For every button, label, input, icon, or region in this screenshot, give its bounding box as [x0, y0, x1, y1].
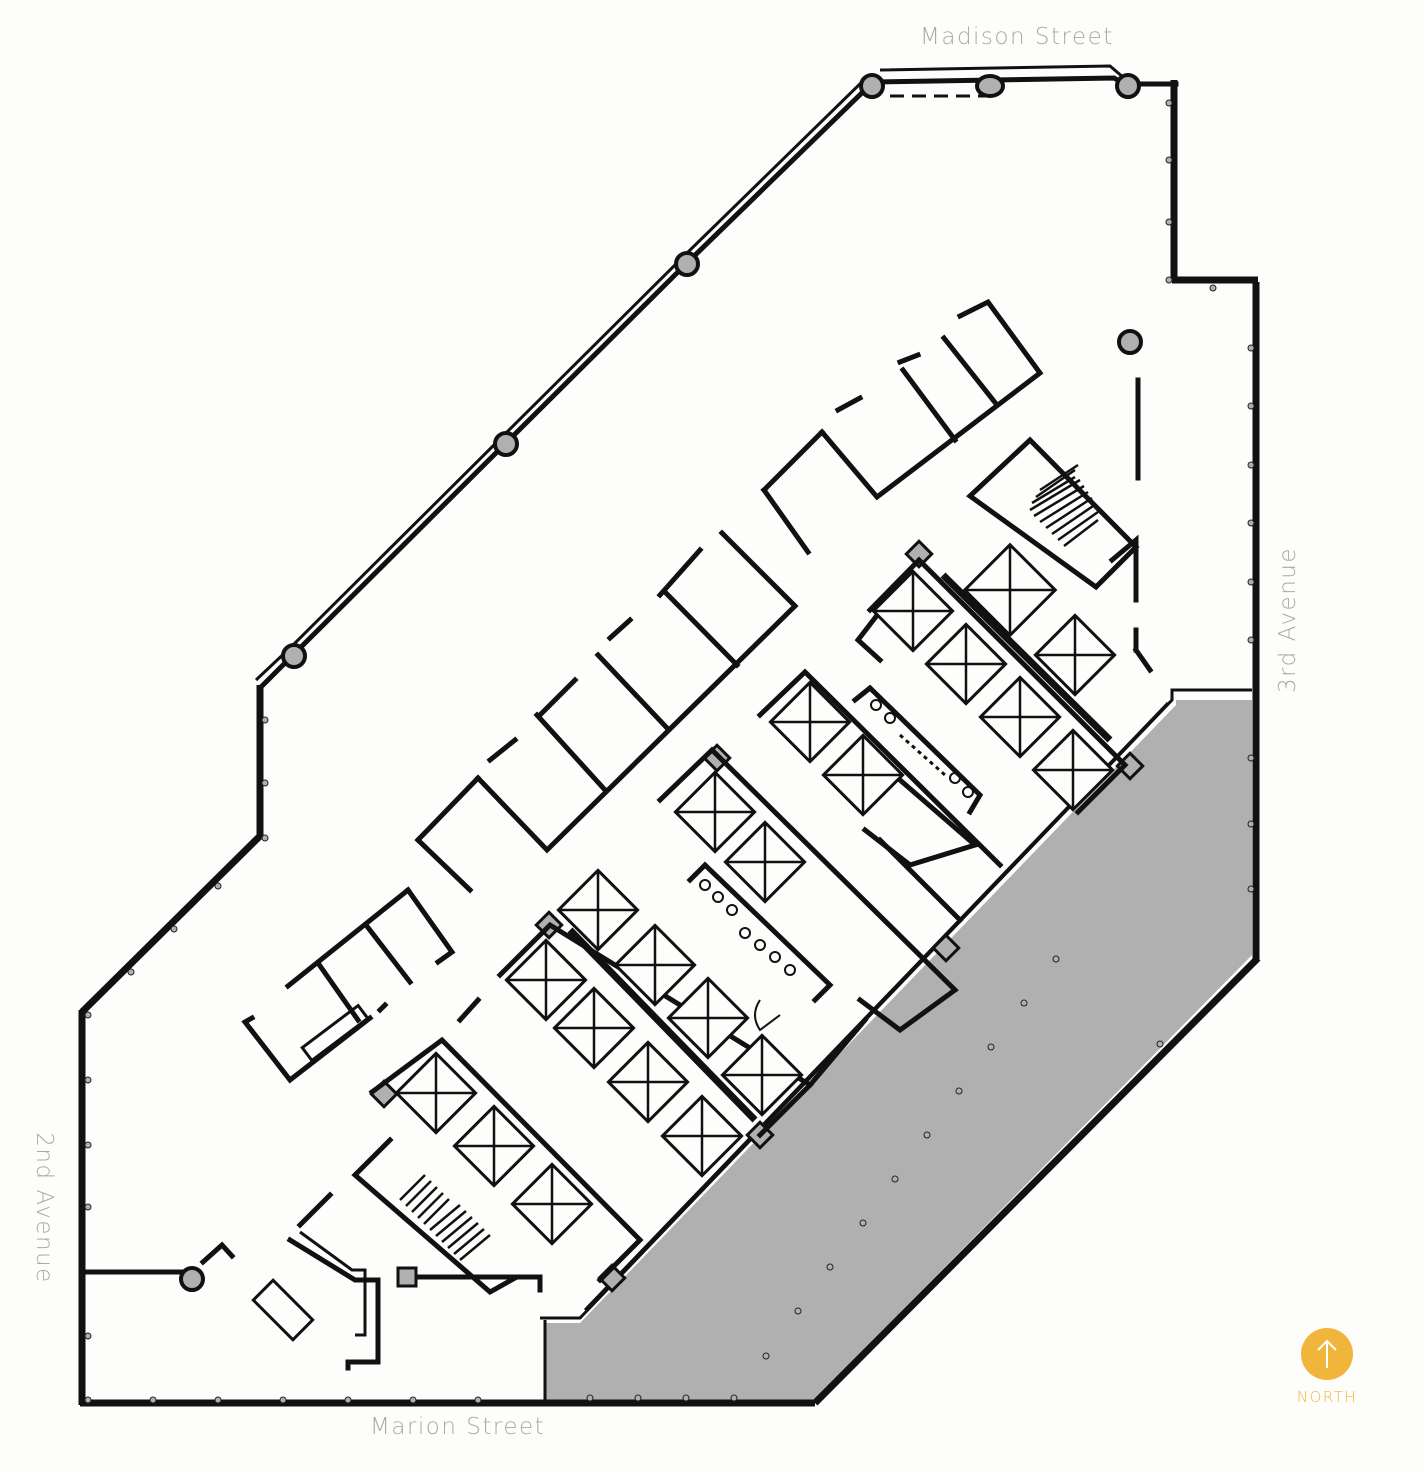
street-label-south: Marion Street [370, 1414, 546, 1440]
street-label-east: 3rd Avenue [1275, 546, 1301, 694]
restroom-lower [686, 861, 834, 1032]
street-label-west: 2nd Avenue [31, 1132, 57, 1284]
compass-label: NORTH [1296, 1388, 1358, 1406]
arrow-up-icon [1317, 1339, 1337, 1368]
shaded-zone [545, 700, 1252, 1402]
elevator-bank-middle [673, 770, 807, 904]
elevator-bank-lower [504, 868, 804, 1178]
building-core [351, 542, 1129, 1296]
elevator-bank-upper [768, 542, 1117, 817]
stairwell-north [966, 436, 1154, 674]
compass-circle [1301, 1328, 1353, 1380]
elevator-bank-southwest [394, 1051, 594, 1246]
mullions [84, 99, 1255, 1404]
southwest-details [83, 1191, 381, 1371]
exterior-walls [78, 64, 1261, 1407]
street-label-north: Madison Street [920, 24, 1114, 50]
office-partitions [241, 298, 1141, 1084]
round-columns [179, 73, 1143, 1292]
north-compass: NORTH [1294, 1328, 1360, 1406]
stairwell-south [351, 1136, 519, 1296]
